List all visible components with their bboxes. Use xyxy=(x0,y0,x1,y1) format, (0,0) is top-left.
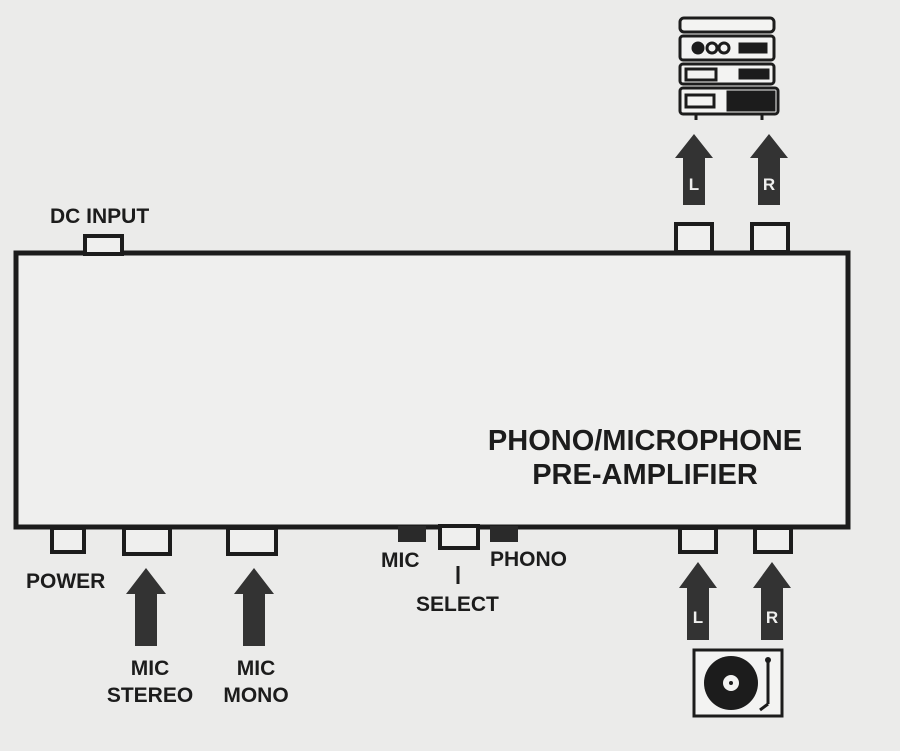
select-label: SELECT xyxy=(416,593,499,616)
output-left-label: L xyxy=(688,175,700,194)
dc-input-jack xyxy=(83,234,124,256)
input-right-label: R xyxy=(765,608,779,627)
mic-stereo-label-line1: MIC xyxy=(130,657,170,680)
mic-stereo-jack xyxy=(122,526,172,556)
dc-input-label: DC INPUT xyxy=(50,205,150,228)
select-mic-label: MIC xyxy=(381,549,420,572)
select-switch-body xyxy=(438,524,480,550)
input-jack-right xyxy=(753,526,793,554)
input-jack-left xyxy=(678,526,718,554)
select-switch-mic-pad xyxy=(398,526,426,542)
mic-stereo-label: MIC STEREO xyxy=(107,655,193,709)
mic-stereo-label-line2: STEREO xyxy=(106,684,194,707)
mic-mono-arrow xyxy=(234,568,274,646)
select-switch-phono-pad xyxy=(490,526,518,542)
output-jack-left xyxy=(674,222,714,254)
power-label: POWER xyxy=(26,570,106,593)
output-arrow-left xyxy=(675,134,713,205)
mic-stereo-arrow xyxy=(126,568,166,646)
input-arrow-left xyxy=(679,562,717,640)
input-arrow-right xyxy=(753,562,791,640)
mic-mono-label-line2: MONO xyxy=(223,684,289,707)
select-phono-label: PHONO xyxy=(490,548,568,571)
output-arrow-right xyxy=(750,134,788,205)
power-jack xyxy=(50,526,86,554)
mic-mono-label-line1: MIC xyxy=(236,657,276,680)
device-title-line1: PHONO/MICROPHONE xyxy=(487,425,803,457)
preamp-box xyxy=(13,250,851,530)
input-left-label: L xyxy=(692,608,704,627)
turntable-icon xyxy=(692,648,784,718)
device-title: PHONO/MICROPHONE PRE-AMPLIFIER xyxy=(488,424,802,492)
mic-mono-label: MIC MONO xyxy=(223,655,288,709)
output-jack-right xyxy=(750,222,790,254)
mic-mono-jack xyxy=(226,526,278,556)
output-right-label: R xyxy=(762,175,776,194)
device-title-line2: PRE-AMPLIFIER xyxy=(532,459,758,491)
stereo-system-icon xyxy=(678,16,780,120)
